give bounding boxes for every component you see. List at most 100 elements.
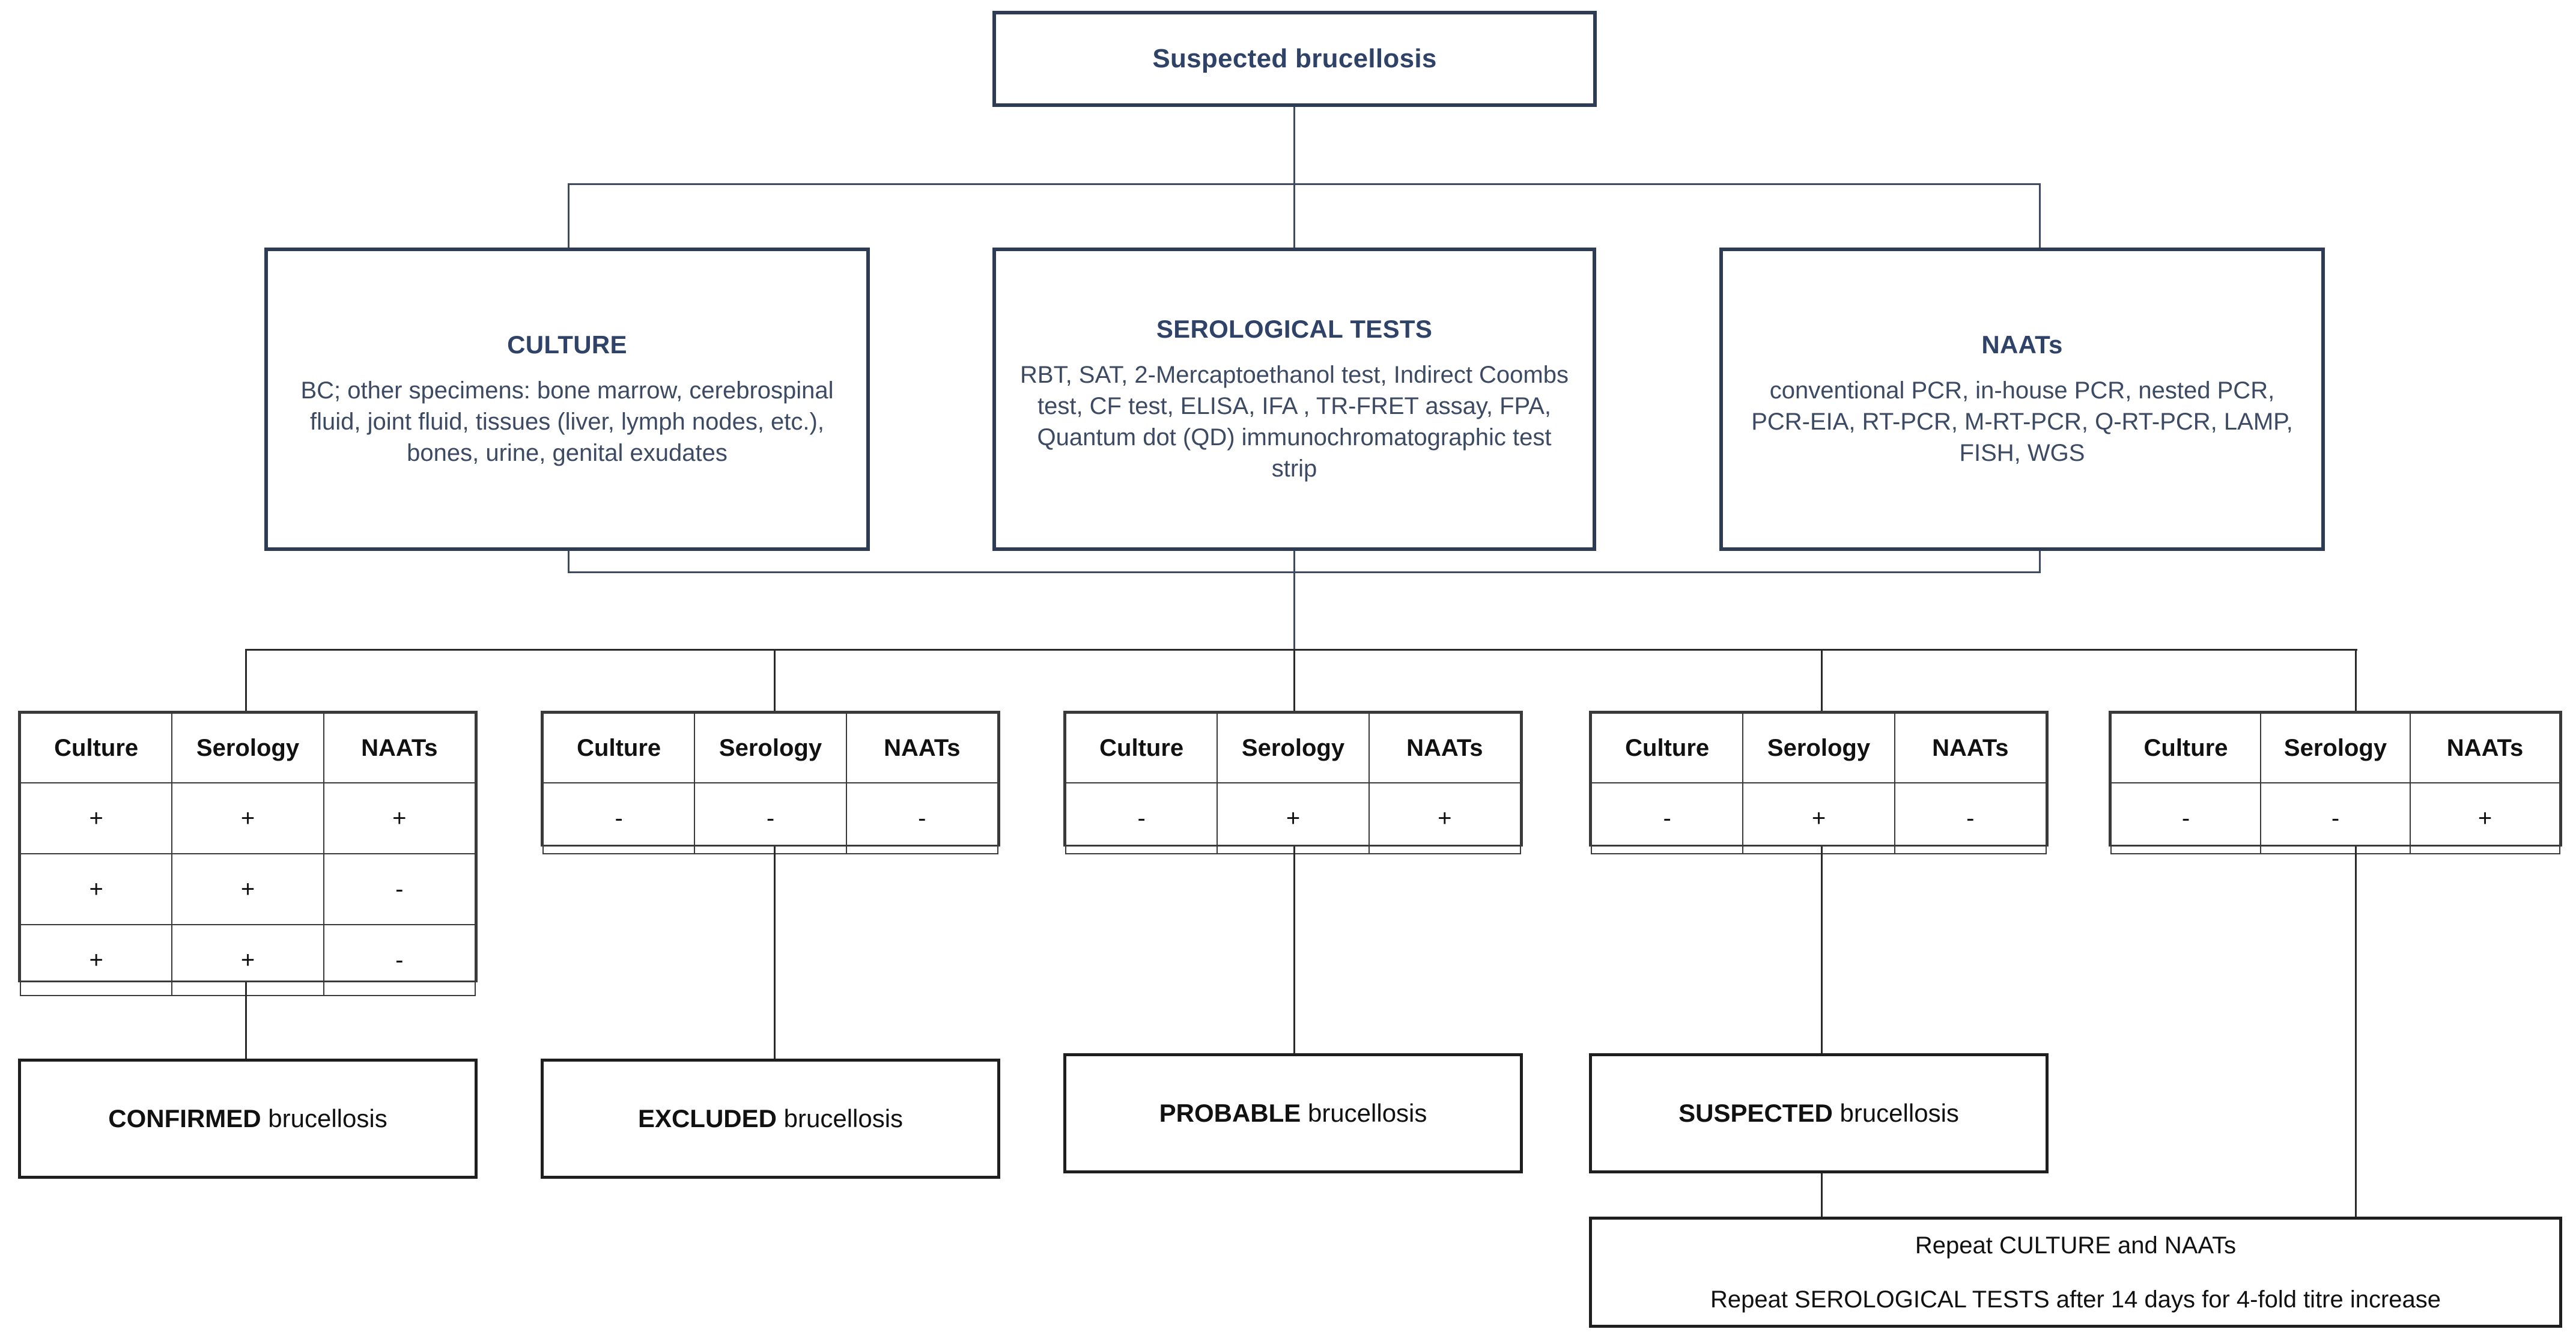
table-row: - - + [2110, 782, 2560, 854]
naats-title: NAATs [1981, 330, 2063, 359]
connector-branch-4 [1821, 649, 1823, 712]
col-header-naats: NAATs [2410, 713, 2560, 783]
confirmed-rest: brucellosis [261, 1104, 387, 1133]
cell-culture: + [19, 924, 173, 996]
col-header-naats: NAATs [1368, 713, 1522, 783]
repeat-culture-naats-label: Repeat CULTURE and NAATs [1915, 1232, 2237, 1259]
cell-naats: - [323, 924, 476, 996]
result-table-confirmed: Culture Serology NAATs + + + + + - + + [18, 711, 478, 996]
connector-merge-down [1293, 571, 1295, 650]
col-header-serology: Serology [694, 713, 847, 783]
cell-naats: + [1368, 782, 1522, 854]
naats-box: NAATs conventional PCR, in-house PCR, ne… [1719, 248, 2325, 551]
col-header-serology: Serology [1217, 713, 1370, 783]
suspected-brucellosis-label: SUSPECTED brucellosis [1678, 1099, 1959, 1128]
cell-serology: + [171, 853, 324, 925]
confirmed-brucellosis-label: CONFIRMED brucellosis [108, 1104, 387, 1133]
cell-culture: - [1590, 782, 1744, 854]
probable-rest: brucellosis [1301, 1099, 1427, 1127]
cell-naats: + [323, 782, 476, 854]
confirmed-brucellosis-box: CONFIRMED brucellosis [18, 1059, 478, 1179]
table-header-row: Culture Serology NAATs [542, 713, 999, 783]
culture-box: CULTURE BC; other specimens: bone marrow… [264, 248, 870, 551]
excluded-brucellosis-label: EXCLUDED brucellosis [638, 1104, 903, 1133]
serological-tests-title: SEROLOGICAL TESTS [1156, 314, 1433, 343]
connector-naats-down [2039, 551, 2041, 573]
connector-table4-to-suspected [1821, 847, 1823, 1054]
cell-serology: + [1217, 782, 1370, 854]
table-header-row: Culture Serology NAATs [1590, 713, 2047, 783]
serological-tests-box: SEROLOGICAL TESTS RBT, SAT, 2-Mercaptoet… [992, 248, 1596, 551]
result-table-suspected: Culture Serology NAATs - + - [1589, 711, 2049, 854]
col-header-naats: NAATs [1894, 713, 2047, 783]
result-table-probable: Culture Serology NAATs - + + [1063, 711, 1523, 854]
probable-brucellosis-label: PROBABLE brucellosis [1159, 1099, 1427, 1128]
culture-title: CULTURE [507, 330, 627, 359]
connector-culture-down [568, 551, 570, 573]
probable-strong: PROBABLE [1159, 1099, 1301, 1127]
col-header-culture: Culture [1590, 713, 1744, 783]
suspected-rest: brucellosis [1832, 1099, 1959, 1127]
table-header-row: Culture Serology NAATs [2110, 713, 2560, 783]
connector-suspected-to-repeat [1821, 1173, 1823, 1217]
suspected-brucellosis-label: Suspected brucellosis [1152, 44, 1437, 73]
connector-branch-2 [774, 649, 776, 712]
cell-naats: - [1894, 782, 2047, 854]
connector-to-culture [568, 183, 570, 249]
cell-naats: - [845, 782, 999, 854]
table-header-row: Culture Serology NAATs [1065, 713, 1522, 783]
excluded-strong: EXCLUDED [637, 1104, 777, 1133]
suspected-brucellosis-box: Suspected brucellosis [992, 11, 1597, 107]
cell-serology: + [171, 924, 324, 996]
result-table-excluded: Culture Serology NAATs - - - [541, 711, 1000, 854]
connector-serology-down [1293, 551, 1295, 573]
connector-table3-to-probable [1293, 847, 1295, 1054]
col-header-naats: NAATs [323, 713, 476, 783]
cell-serology: - [2260, 782, 2411, 854]
culture-body: BC; other specimens: bone marrow, cerebr… [300, 377, 834, 466]
cell-serology: + [171, 782, 324, 854]
connector-table2-to-excluded [774, 847, 776, 1059]
table: Culture Serology NAATs + + + + + - + + [19, 713, 476, 996]
col-header-serology: Serology [2260, 713, 2411, 783]
col-header-serology: Serology [171, 713, 324, 783]
connector-branch-5 [2355, 649, 2357, 712]
cell-culture: - [2110, 782, 2261, 854]
cell-naats: - [323, 853, 476, 925]
connector-table5-to-repeat [2355, 847, 2357, 1217]
repeat-tests-box: Repeat CULTURE and NAATs Repeat SEROLOGI… [1589, 1217, 2562, 1328]
table: Culture Serology NAATs - + + [1065, 713, 1522, 854]
suspected-brucellosis-outcome-box: SUSPECTED brucellosis [1589, 1053, 2049, 1173]
serological-tests-body: RBT, SAT, 2-Mercaptoethanol test, Indire… [1020, 361, 1569, 482]
table-row: + + - [19, 853, 476, 925]
table-row: + + - [19, 924, 476, 996]
col-header-serology: Serology [1742, 713, 1895, 783]
cell-culture: - [542, 782, 696, 854]
repeat-serological-tests-label: Repeat SEROLOGICAL TESTS after 14 days f… [1710, 1286, 2441, 1313]
cell-naats: + [2410, 782, 2560, 854]
col-header-culture: Culture [2110, 713, 2261, 783]
connector-branch-1 [245, 649, 247, 712]
connector-merge-bar [568, 571, 2041, 573]
col-header-culture: Culture [1065, 713, 1218, 783]
table: Culture Serology NAATs - + - [1590, 713, 2047, 854]
connector-to-serology [1293, 183, 1295, 249]
confirmed-strong: CONFIRMED [108, 1104, 261, 1133]
probable-brucellosis-box: PROBABLE brucellosis [1063, 1053, 1523, 1173]
col-header-naats: NAATs [845, 713, 999, 783]
col-header-culture: Culture [542, 713, 696, 783]
table: Culture Serology NAATs - - - [542, 713, 999, 854]
connector-table1-to-confirmed [245, 982, 247, 1059]
excluded-rest: brucellosis [776, 1104, 904, 1133]
connector-branch-bar [245, 649, 2357, 651]
cell-culture: + [19, 853, 173, 925]
col-header-culture: Culture [19, 713, 173, 783]
result-table-indeterminate: Culture Serology NAATs - - + [2109, 711, 2562, 854]
table-row: + + + [19, 782, 476, 854]
table: Culture Serology NAATs - - + [2110, 713, 2560, 854]
table-row: - - - [542, 782, 999, 854]
connector-to-naats [2039, 183, 2041, 249]
cell-serology: - [694, 782, 847, 854]
suspected-strong: SUSPECTED [1678, 1099, 1833, 1127]
